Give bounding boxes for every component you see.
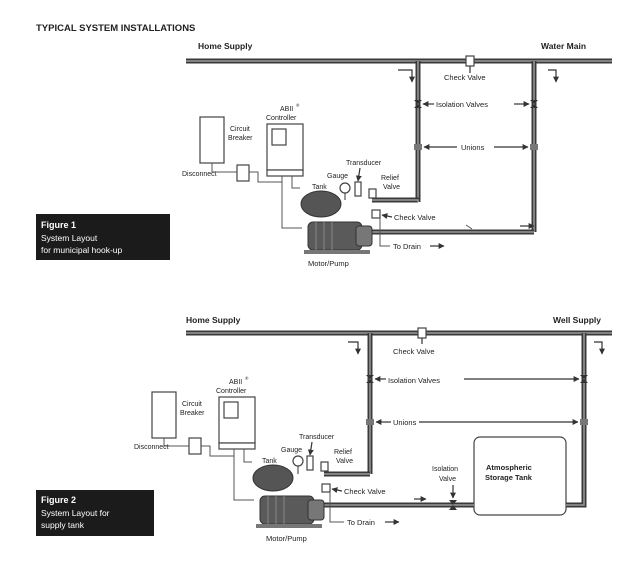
union-icon <box>580 419 588 425</box>
isolation-valve-icon <box>414 100 422 108</box>
union-icon <box>530 144 538 150</box>
transducer-icon <box>354 181 362 197</box>
figure-2: Home Supply Well Supply Check Valve Isol… <box>36 315 612 543</box>
unions-label: Unions <box>393 418 417 427</box>
disconnect-label: Disconnect <box>182 171 217 178</box>
isolation-valve-icon <box>530 100 538 108</box>
union-icon <box>414 144 422 150</box>
relief-valve-icon <box>320 461 329 472</box>
home-supply-label: Home Supply <box>186 315 241 325</box>
to-drain-label: To Drain <box>393 242 421 251</box>
controller-label-2: Controller <box>216 388 247 395</box>
relief-valve-label-2: Valve <box>336 458 353 465</box>
home-supply-label: Home Supply <box>198 41 253 51</box>
check-valve-icon <box>321 483 331 493</box>
transducer-icon <box>306 455 314 471</box>
tank-label: Tank <box>312 184 327 191</box>
isolation-valve-label-2: Valve <box>439 476 456 483</box>
check-valve-top-label: Check Valve <box>393 347 435 356</box>
circuit-breaker-box <box>151 391 177 439</box>
isolation-valves-label: Isolation Valves <box>436 100 488 109</box>
svg-text:®: ® <box>245 375 249 381</box>
figure-1: Home Supply Water Main Check Valve Isola… <box>36 41 612 268</box>
water-main-label: Water Main <box>541 41 586 51</box>
circuit-breaker-label-1: Circuit <box>230 126 250 133</box>
circuit-breaker-label-1: Circuit <box>182 401 202 408</box>
relief-valve-label-1: Relief <box>381 175 399 182</box>
gauge-label: Gauge <box>327 173 348 180</box>
check-valve-icon <box>417 327 427 339</box>
page-title: TYPICAL SYSTEM INSTALLATIONS <box>36 23 195 34</box>
disconnect-label: Disconnect <box>134 444 169 451</box>
storage-tank-label-2: Storage Tank <box>485 473 533 482</box>
motor-pump-label: Motor/Pump <box>266 534 307 543</box>
disconnect-box <box>188 437 202 455</box>
svg-text:®: ® <box>296 102 300 108</box>
check-valve-icon <box>371 209 381 219</box>
relief-valve-label-2: Valve <box>383 184 400 191</box>
relief-valve-icon <box>368 188 377 199</box>
figure-2-caption-box <box>36 490 154 536</box>
transducer-label: Transducer <box>299 434 335 441</box>
gauge-label: Gauge <box>281 447 302 454</box>
gauge-icon <box>339 182 351 194</box>
figure-2-caption-2: supply tank <box>41 520 85 530</box>
figure-1-caption-box <box>36 214 170 260</box>
pressure-tank <box>300 190 342 218</box>
storage-tank-label-1: Atmospheric <box>486 463 532 472</box>
isolation-valves-label: Isolation Valves <box>388 376 440 385</box>
figure-2-label: Figure 2 <box>41 495 76 505</box>
isolation-valve-icon <box>366 375 374 383</box>
figure-2-caption-1: System Layout for <box>41 508 110 518</box>
circuit-breaker-label-2: Breaker <box>228 135 253 142</box>
check-valve-bottom-label: Check Valve <box>394 213 436 222</box>
relief-valve-label-1: Relief <box>334 449 352 456</box>
isolation-valve-icon <box>580 375 588 383</box>
isolation-valve-icon <box>449 500 457 510</box>
isolation-valve-label-1: Isolation <box>432 466 458 473</box>
disconnect-box <box>236 164 250 182</box>
well-supply-label: Well Supply <box>553 315 601 325</box>
controller-label-1: ABII <box>229 379 242 386</box>
check-valve-bottom-label: Check Valve <box>344 487 386 496</box>
to-drain-label: To Drain <box>347 518 375 527</box>
check-valve-top-label: Check Valve <box>444 73 486 82</box>
transducer-label: Transducer <box>346 160 382 167</box>
circuit-breaker-box <box>199 116 225 164</box>
controller-label-2: Controller <box>266 115 297 122</box>
check-valve-icon <box>465 55 475 67</box>
controller-label-1: ABII <box>280 106 293 113</box>
tank-label: Tank <box>262 458 277 465</box>
gauge-icon <box>292 455 304 467</box>
unions-label: Unions <box>461 143 485 152</box>
pressure-tank <box>252 464 294 492</box>
motor-pump-label: Motor/Pump <box>308 259 349 268</box>
figure-1-caption-1: System Layout <box>41 233 98 243</box>
figure-1-caption-2: for municipal hook-up <box>41 245 123 255</box>
atmospheric-storage-tank <box>473 436 567 516</box>
figure-1-label: Figure 1 <box>41 220 76 230</box>
circuit-breaker-label-2: Breaker <box>180 410 205 417</box>
union-icon <box>366 419 374 425</box>
